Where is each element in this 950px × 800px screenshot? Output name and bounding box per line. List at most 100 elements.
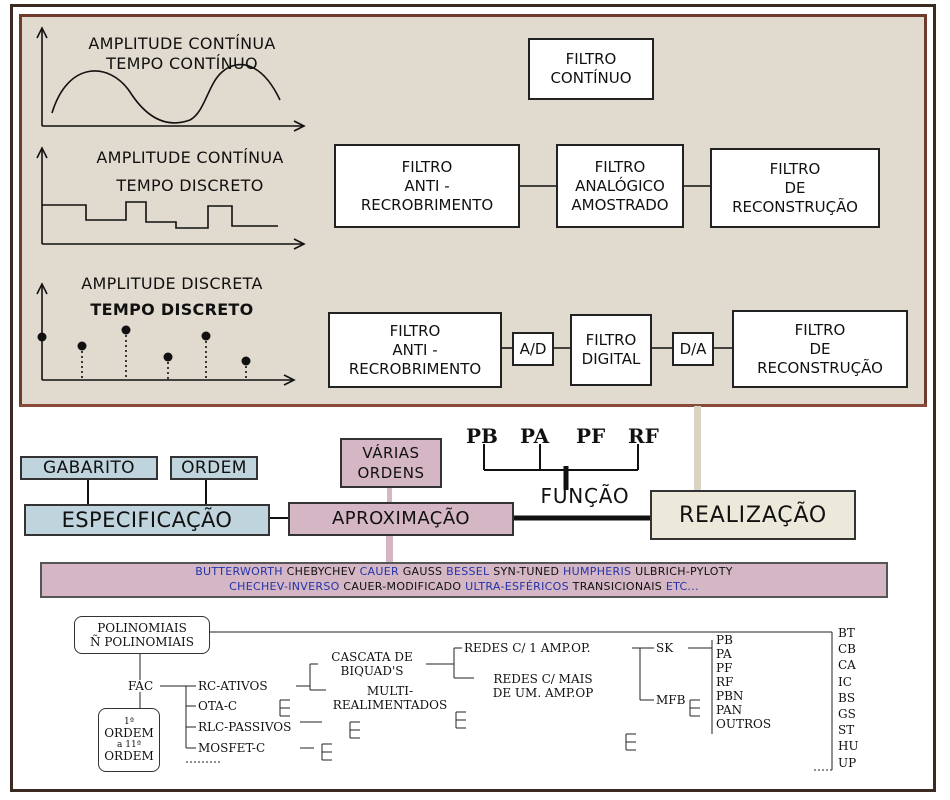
approx-acronym-item: BS — [838, 690, 856, 705]
ordem-range-line1: 1ª — [123, 717, 134, 727]
funcao-label: FUNÇÃO — [540, 484, 630, 508]
da-label: D/A — [679, 339, 707, 358]
graph2-x-arrow — [293, 238, 306, 250]
approx-acronym-item: GS — [838, 707, 856, 721]
cascata-line1: CASCATA DE — [331, 650, 413, 664]
row3-anti-line2: ANTI - — [392, 340, 438, 359]
row3-anti-line3: RECROBRIMENTO — [348, 359, 482, 378]
approx-acronym-item: UP — [838, 755, 857, 770]
sk-type-item: RF — [716, 675, 734, 689]
approx-method: CHEBYCHEV — [286, 565, 356, 578]
realizacao-box: REALIZAÇÃO — [650, 490, 856, 540]
approx-method: ULBRICH-PYLOTY — [635, 565, 733, 578]
da-converter-box: D/A — [672, 332, 714, 366]
row2-recon-line3: RECONSTRUÇÃO — [732, 197, 858, 216]
row2-anti-line2: ANTI - — [404, 176, 450, 195]
row2-recon-line2: DE — [784, 178, 806, 197]
nao-polinomiais-label: Ñ POLINOMIAIS — [90, 635, 194, 649]
anti-aliasing-filter-box-row2: FILTRO ANTI - RECROBRIMENTO — [334, 144, 520, 228]
graph1-y-arrow — [36, 26, 48, 39]
approx-method: CAUER-MODIFICADO — [343, 580, 462, 593]
digital-filter-box: FILTRO DIGITAL — [570, 314, 652, 386]
continuous-wave — [51, 63, 281, 124]
approx-acronym-item: ST — [838, 723, 855, 738]
approx-method: ULTRA-ESFÉRICOS — [465, 580, 569, 593]
approx-acronym-item: HU — [838, 739, 859, 754]
ad-converter-box: A/D — [512, 332, 554, 366]
gabarito-box: GABARITO — [20, 456, 158, 480]
varias-ordens-box: VÁRIAS ORDENS — [340, 438, 442, 488]
row2-analog-line2: ANALÓGICO — [575, 176, 665, 195]
ordem-range-line2: ORDEM — [104, 726, 154, 740]
function-rf: RF — [628, 424, 659, 448]
sig1-line2: TEMPO CONTÍNUO — [106, 54, 258, 73]
row2-analog-line3: AMOSTRADO — [571, 195, 669, 214]
approx-method: HUMPHERIS — [563, 565, 632, 578]
tech-rlc-passivos: RLC-PASSIVOS — [198, 720, 292, 734]
multi-line2: REALIMENTADOS — [332, 698, 448, 712]
ad-label: A/D — [519, 339, 547, 358]
tech-rc-ativos: RC-ATIVOS — [198, 679, 268, 693]
approx-acronym-item: IC — [838, 674, 852, 689]
ordem-range-line3: a 11ª — [117, 740, 141, 750]
varias-ordens-line1: VÁRIAS — [362, 444, 420, 462]
tech-mosfet-c: MOSFET-C — [198, 741, 266, 755]
approx-acronym-item: CB — [838, 642, 856, 657]
sk-type-item: PA — [716, 647, 732, 661]
row3-recon-line1: FILTRO — [794, 320, 846, 339]
ordem-range-line4: ORDEM — [104, 749, 154, 763]
sig2-line1: AMPLITUDE CONTÍNUA — [96, 148, 284, 167]
tech-ota-c: OTA-C — [198, 699, 238, 713]
approx-method: CAUER — [359, 565, 399, 578]
polinomiais-label: POLINOMIAIS — [97, 621, 187, 635]
approx-method: SYN-TUNED — [493, 565, 560, 578]
digital-line2: DIGITAL — [581, 350, 641, 368]
row3-recon-line2: DE — [809, 339, 831, 358]
approx-list-line1: BUTTERWORTH CHEBYCHEV CAUER GAUSS BESSEL… — [42, 564, 886, 579]
approx-list-line2: CHECHEV-INVERSO CAUER-MODIFICADO ULTRA-E… — [42, 579, 886, 594]
filtro-continuo-line2: CONTÍNUO — [550, 69, 632, 87]
approximation-methods-list: BUTTERWORTH CHEBYCHEV CAUER GAUSS BESSEL… — [40, 562, 888, 598]
approx-acronym-item: CA — [838, 658, 856, 673]
approx-method: CHECHEV-INVERSO — [229, 580, 340, 593]
multi-line1: MULTI- — [366, 684, 414, 698]
graph3-x-arrow — [283, 374, 296, 386]
sk-type-item: OUTROS — [716, 717, 772, 731]
sk-type-item: PB — [716, 633, 733, 647]
sampled-analog-filter-box: FILTRO ANALÓGICO AMOSTRADO — [556, 144, 684, 228]
graph1-x-arrow — [293, 120, 306, 132]
sig3-line2: TEMPO DISCRETO — [90, 300, 254, 319]
row3-anti-line1: FILTRO — [389, 321, 441, 340]
varias-ordens-line2: ORDENS — [357, 464, 425, 482]
graph3-y-arrow — [36, 282, 48, 295]
reconstruction-filter-box-row3: FILTRO DE RECONSTRUÇÃO — [732, 310, 908, 388]
function-pa: PA — [520, 424, 550, 448]
redes-mais-line1: REDES C/ MAIS — [493, 672, 593, 686]
sk-type-item: PF — [716, 661, 733, 675]
sk-type-item: PAN — [716, 703, 743, 717]
approx-acronym-item: BT — [838, 626, 855, 640]
graph2-y-arrow — [36, 146, 48, 159]
sig2-line2: TEMPO DISCRETO — [116, 176, 264, 195]
polinomiais-box: POLINOMIAIS Ñ POLINOMIAIS — [74, 616, 210, 654]
filtro-continuo-box: FILTRO CONTÍNUO — [528, 38, 654, 100]
anti-aliasing-filter-box-row3: FILTRO ANTI - RECROBRIMENTO — [328, 312, 502, 388]
row2-anti-line1: FILTRO — [401, 157, 453, 176]
approx-method: GAUSS — [402, 565, 443, 578]
row3-recon-line3: RECONSTRUÇÃO — [757, 358, 883, 377]
filtro-continuo-line1: FILTRO — [565, 50, 617, 68]
approx-method: BESSEL — [446, 565, 490, 578]
function-pb: PB — [466, 424, 498, 448]
aproximacao-box: APROXIMAÇÃO — [288, 502, 514, 536]
row2-anti-line3: RECROBRIMENTO — [360, 195, 494, 214]
digital-line1: FILTRO — [585, 331, 637, 349]
discrete-samples — [37, 325, 251, 366]
sk-type-item: PBN — [716, 689, 744, 703]
ordem-box: ORDEM — [170, 456, 258, 480]
approx-method: BUTTERWORTH — [195, 565, 283, 578]
approx-method: TRANSICIONAIS — [572, 580, 663, 593]
ordem-range-box: 1ª ORDEM a 11ª ORDEM — [98, 708, 160, 772]
sampled-hold-wave — [42, 201, 278, 229]
sig1-line1: AMPLITUDE CONTÍNUA — [88, 34, 276, 53]
